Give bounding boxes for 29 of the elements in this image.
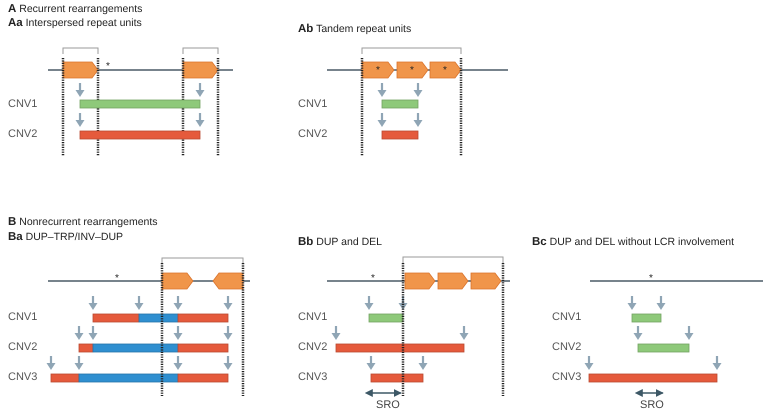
asterisk-mark: *: [115, 273, 119, 284]
panel-heading: Ab Tandem repeat units: [298, 23, 412, 36]
cnv-label: CNV1: [298, 311, 328, 324]
cnv-label: CNV1: [8, 311, 38, 324]
sro-label: SRO: [376, 399, 400, 412]
cnv-label: CNV2: [552, 341, 582, 354]
panel-heading: B Nonrecurrent rearrangements: [8, 216, 158, 229]
cnv-label: CNV2: [298, 341, 328, 354]
cnv-label: CNV2: [298, 128, 328, 140]
panel-heading: Ba DUP–TRP/INV–DUP: [8, 231, 124, 244]
cnv-label: CNV2: [8, 341, 38, 354]
panel-heading: A Recurrent rearrangements: [8, 3, 142, 16]
asterisk-mark: *: [410, 65, 414, 76]
panel-heading: Bb DUP and DEL: [298, 236, 382, 249]
asterisk-mark: *: [371, 273, 375, 284]
asterisk-mark: *: [376, 65, 380, 76]
panel-heading: Aa Interspersed repeat units: [8, 17, 142, 30]
asterisk-mark: *: [649, 273, 653, 284]
cnv-label: CNV1: [8, 98, 38, 110]
sro-label: SRO: [640, 399, 664, 412]
cnv-label: CNV1: [298, 98, 328, 110]
cnv-label: CNV3: [8, 371, 38, 384]
cnv-label: CNV3: [552, 371, 582, 384]
cnv-label: CNV1: [552, 311, 582, 324]
asterisk-mark: *: [106, 61, 110, 72]
asterisk-mark: *: [443, 65, 447, 76]
cnv-label: CNV3: [298, 371, 328, 384]
panel-heading: Bc DUP and DEL without LCR involvement: [532, 236, 734, 249]
cnv-label: CNV2: [8, 128, 38, 140]
